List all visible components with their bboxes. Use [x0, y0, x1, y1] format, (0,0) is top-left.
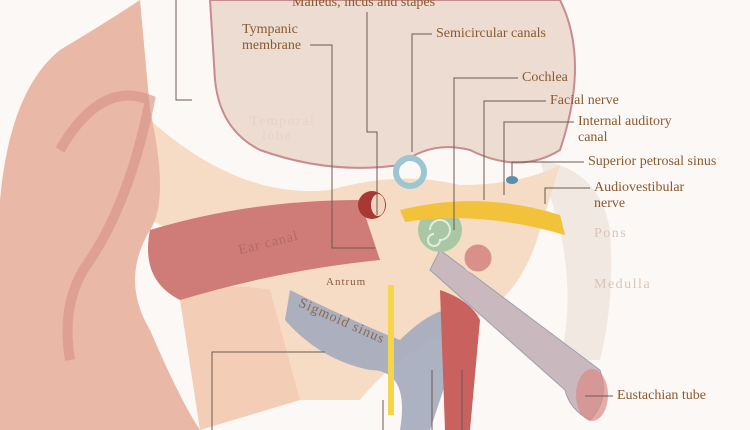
ear-canal-shape [148, 200, 380, 300]
region-antrum: Antrum [326, 276, 367, 288]
facial-nerve-vertical [388, 285, 394, 415]
skin-layer [180, 286, 300, 430]
label-sps: Superior petrosal sinus [588, 154, 717, 169]
label-facial-nerve: Facial nerve [550, 93, 619, 108]
label-iac-line1: Internal auditory [578, 114, 672, 129]
label-av-line1: Audiovestibular [594, 180, 685, 195]
brainstem [540, 160, 612, 360]
nerve-bundle [400, 201, 565, 235]
region-temporal-line2: lobe [262, 129, 293, 144]
cochlea-spiral [427, 219, 451, 247]
label-eustachian: Eustachian tube [617, 388, 707, 403]
sps-shape [506, 176, 518, 184]
region-pons: Pons [594, 226, 628, 241]
malleus [371, 194, 385, 216]
label-iac-line2: canal [578, 130, 608, 145]
label-semicircular: Semicircular canals [436, 26, 547, 41]
label-tympanic-line2: membrane [242, 38, 302, 53]
leader-lines [175, 0, 613, 430]
label-cochlea: Cochlea [522, 70, 568, 85]
region-medulla: Medulla [594, 277, 652, 292]
petrous-ring [461, 241, 495, 275]
semicircular-canals-shape [393, 155, 427, 189]
label-tympanic-line1: Tympanic [242, 22, 298, 37]
sigmoid-sinus-shape [285, 290, 470, 430]
carotid [440, 290, 480, 430]
auricle-fold [55, 90, 156, 361]
tube-opening [576, 369, 608, 421]
auricle [0, 0, 200, 430]
label-ossicles: Malleus, incus and stapes [292, 0, 436, 10]
region-temporal-line1: Temporal [250, 114, 316, 129]
label-av-line2: nerve [594, 196, 626, 211]
